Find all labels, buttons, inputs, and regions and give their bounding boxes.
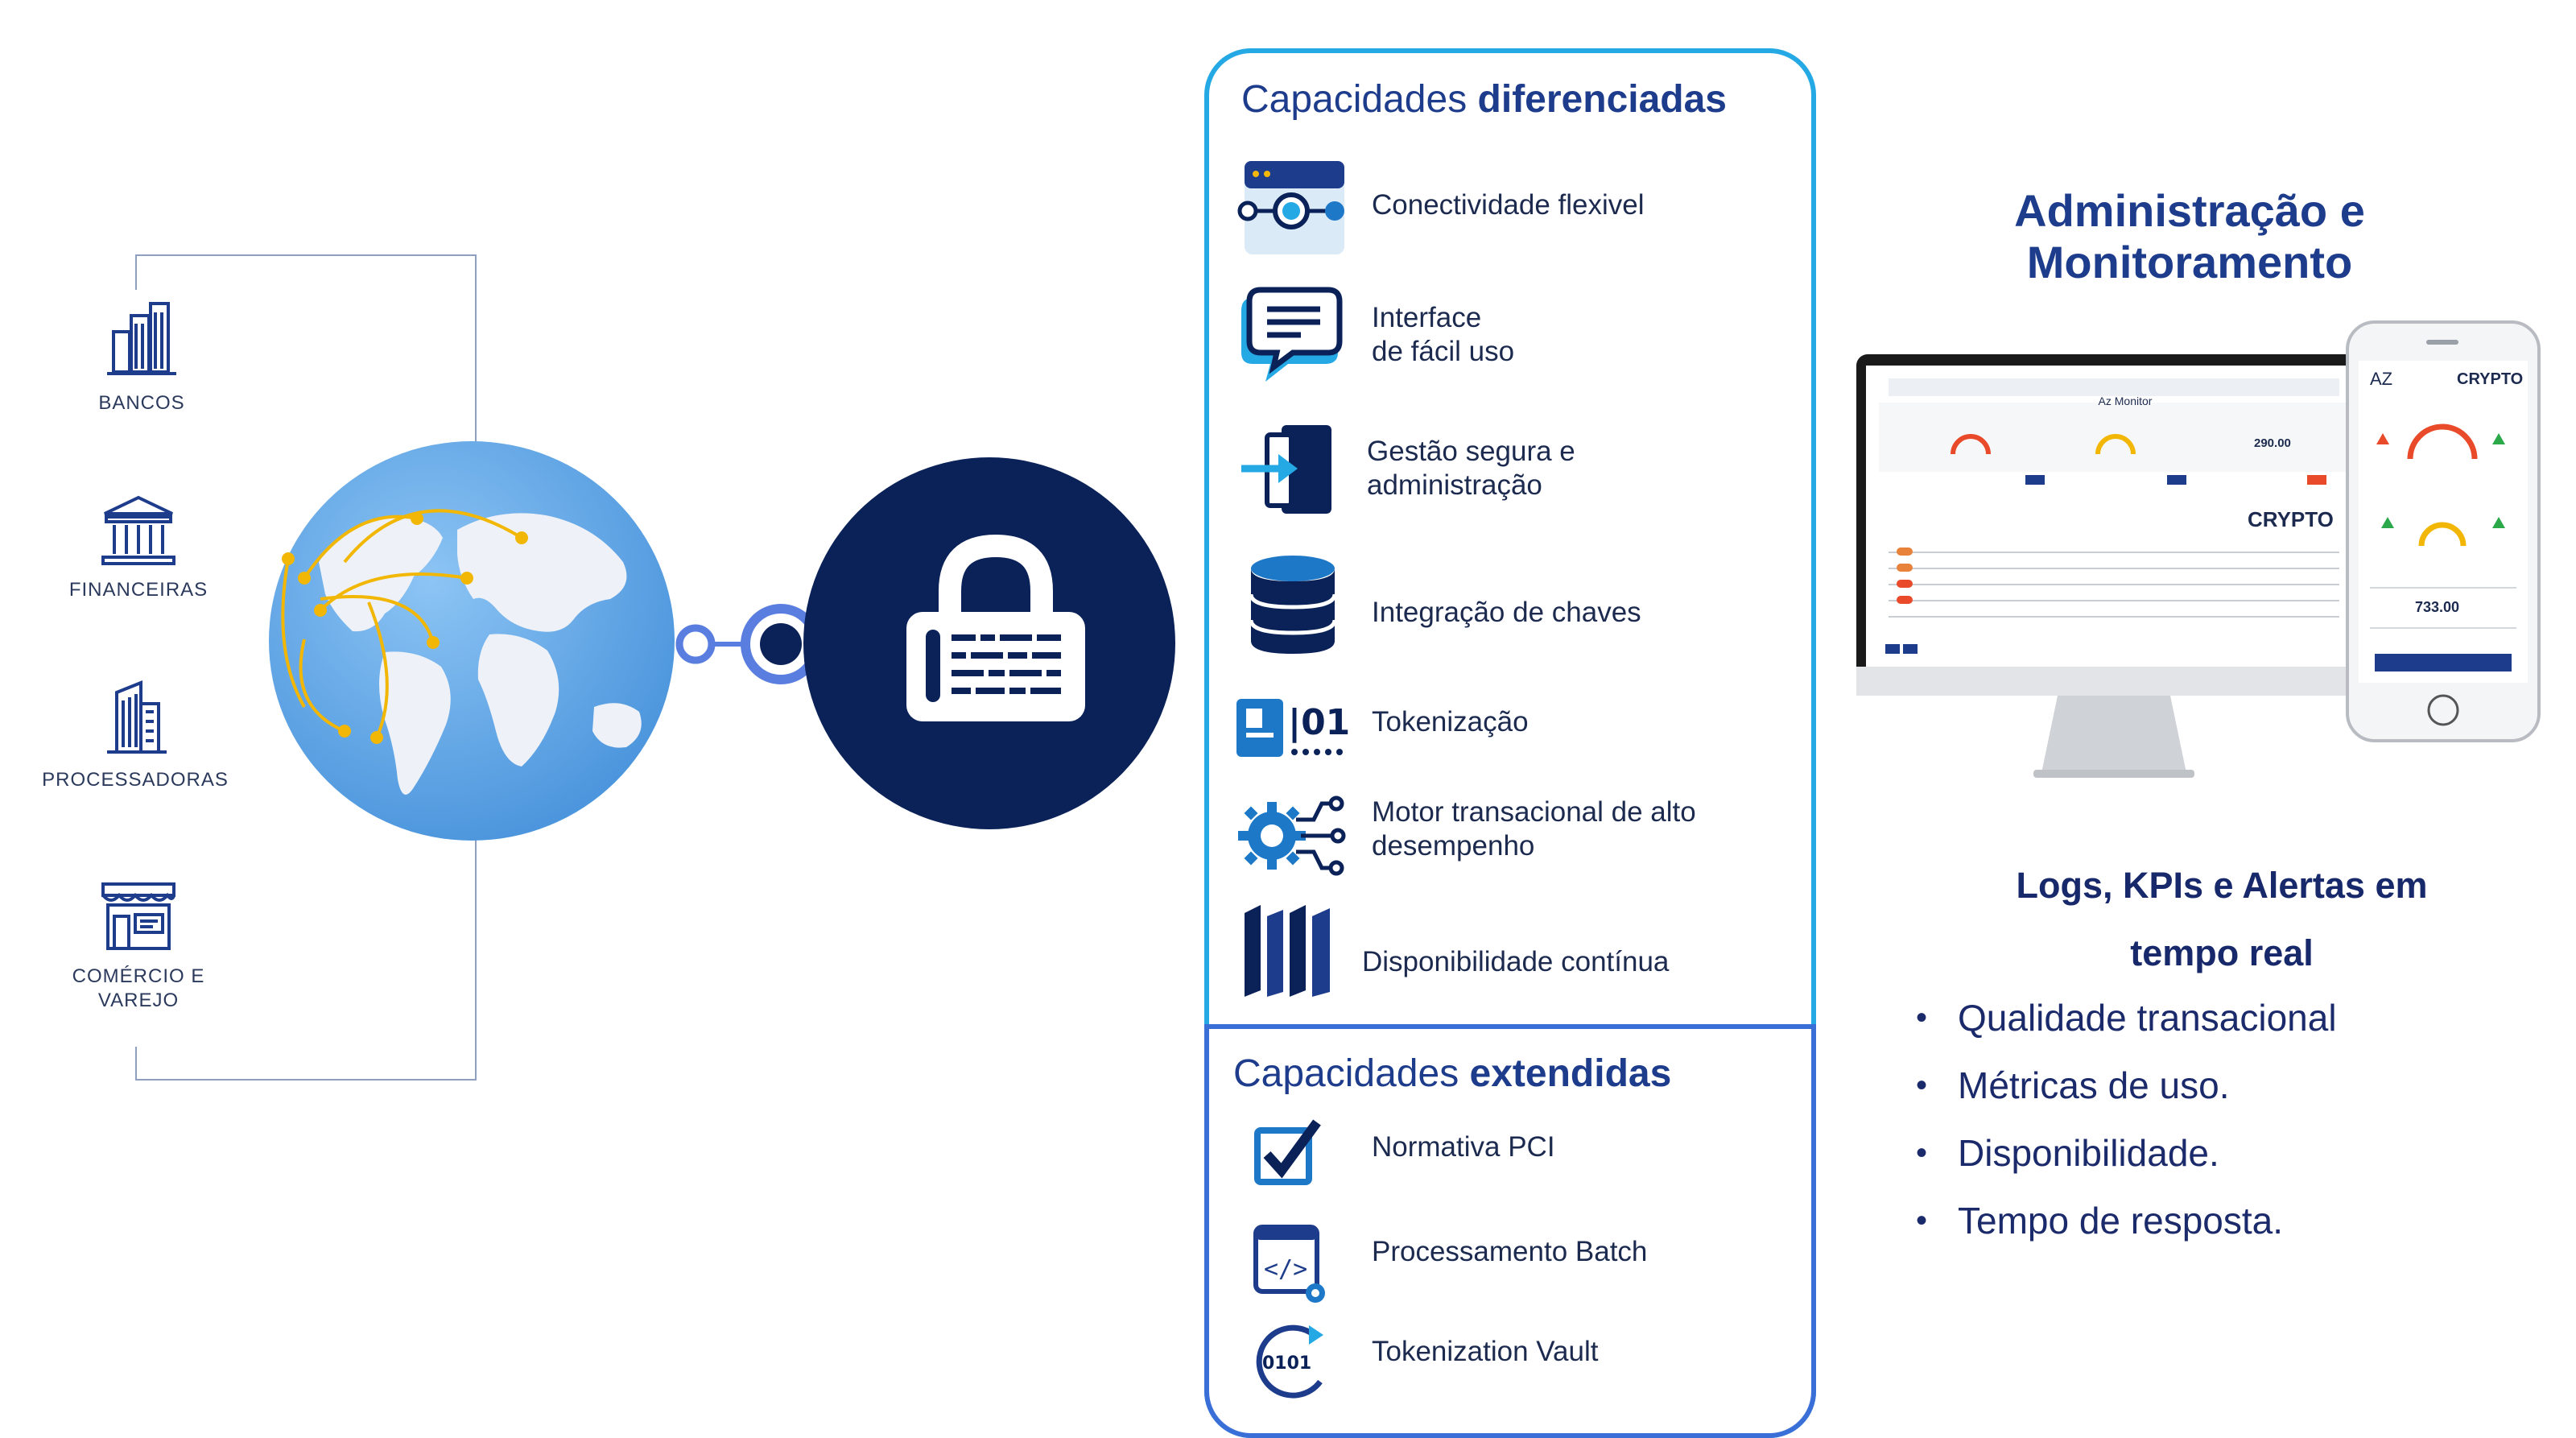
- cap-label: Tokenização: [1372, 706, 1529, 738]
- institution-columns-icon: [101, 495, 175, 565]
- segment-label: PROCESSADORAS: [42, 769, 229, 791]
- cap-integracao-chaves: Integração de chaves: [1236, 552, 1800, 657]
- svg-text:</>: </>: [1264, 1255, 1307, 1283]
- cap-label: Conectividade flexivel: [1372, 189, 1645, 221]
- cap-disponibilidade: Disponibilidade contínua: [1236, 902, 1800, 1006]
- connectivity-icon: [1237, 161, 1344, 254]
- cap-motor-transacional: Motor transacional de alto desempenho: [1236, 784, 1800, 889]
- secure-login-icon: [1241, 425, 1331, 514]
- segment-label: FINANCEIRAS: [68, 579, 208, 601]
- desktop-monitor-mockup: [1856, 354, 2372, 778]
- cap-label: Normativa PCI: [1372, 1131, 1555, 1163]
- office-tower-icon: [107, 680, 167, 754]
- cap-label: Disponibilidade contínua: [1362, 946, 1670, 977]
- cap-label: Tokenization Vault: [1372, 1336, 1599, 1367]
- svg-text:0101: 0101: [1262, 1353, 1311, 1374]
- phone-value: 733.00: [2415, 599, 2460, 615]
- monitor-value: 290.00: [2254, 436, 2291, 450]
- checkbox-icon: [1254, 1119, 1321, 1185]
- cap-processamento-batch: </> Processamento Batch: [1236, 1216, 1800, 1320]
- bracket-gap: [134, 290, 142, 1047]
- cap-tokenizacao: |01 Tokenização: [1236, 684, 1800, 789]
- storefront-icon: [101, 882, 175, 950]
- cap-label: Gestão segura e administração: [1367, 436, 1575, 501]
- monitor-header-text: Az Monitor: [2098, 395, 2153, 407]
- monitoring-bullet-list: Qualidade transacional Métricas de uso. …: [1916, 984, 2479, 1254]
- world-globe-icon: [269, 441, 675, 841]
- cap-interface: Interface de fácil uso: [1236, 283, 1800, 388]
- segment-processadoras: PROCESSADORAS: [23, 680, 248, 792]
- segment-label: COMÉRCIO E VAREJO: [72, 965, 205, 1011]
- segment-financeiras: FINANCEIRAS: [26, 494, 251, 602]
- extended-title: Capacidades extendidas: [1233, 1052, 1672, 1095]
- bank-building-icon: [107, 302, 176, 375]
- logs-kpis-title: Logs, KPIs e Alertas em tempo real: [2016, 865, 2428, 973]
- segment-bancos: BANCOS: [29, 300, 254, 415]
- smartphone-mockup: [2346, 320, 2541, 742]
- gear-circuit-icon: [1238, 795, 1346, 876]
- phone-brand-left: AZ: [2370, 369, 2393, 389]
- segment-label: BANCOS: [98, 392, 185, 414]
- bullet-item: Disponibilidade.: [1916, 1119, 2479, 1187]
- differentiated-title: Capacidades diferenciadas: [1241, 78, 1727, 121]
- segment-comercio-varejo: COMÉRCIO E VAREJO: [26, 881, 251, 1013]
- phone-brand-right: CRYPTO: [2457, 370, 2524, 388]
- bullet-item: Qualidade transacional: [1916, 984, 2479, 1052]
- cap-gestao: Gestão segura e administração: [1236, 417, 1800, 522]
- bullet-item: Métricas de uso.: [1916, 1052, 2479, 1119]
- code-window-icon: </>: [1253, 1225, 1325, 1303]
- tokenization-icon: |01: [1236, 699, 1349, 757]
- monitor-brand: CRYPTO: [2248, 507, 2334, 531]
- binary-vault-icon: 0101: [1256, 1324, 1323, 1399]
- cap-tokenization-vault: 0101 Tokenization Vault: [1236, 1317, 1800, 1422]
- chat-interface-icon: [1241, 287, 1343, 382]
- cap-label: Integração de chaves: [1372, 597, 1641, 628]
- lock-icon: [906, 534, 1085, 721]
- availability-bars-icon: [1245, 905, 1330, 997]
- cap-label: Interface de fácil uso: [1372, 302, 1515, 367]
- admin-monitoring-title: Administração e Monitoramento: [2014, 185, 2365, 287]
- cap-conectividade: Conectividade flexivel: [1236, 158, 1800, 262]
- cap-label: Processamento Batch: [1372, 1236, 1648, 1267]
- bullet-item: Tempo de resposta.: [1916, 1187, 2479, 1254]
- cap-label: Motor transacional de alto desempenho: [1372, 796, 1696, 862]
- svg-text:|01: |01: [1288, 702, 1349, 743]
- database-icon: [1249, 556, 1337, 654]
- cap-normativa-pci: Normativa PCI: [1236, 1111, 1800, 1216]
